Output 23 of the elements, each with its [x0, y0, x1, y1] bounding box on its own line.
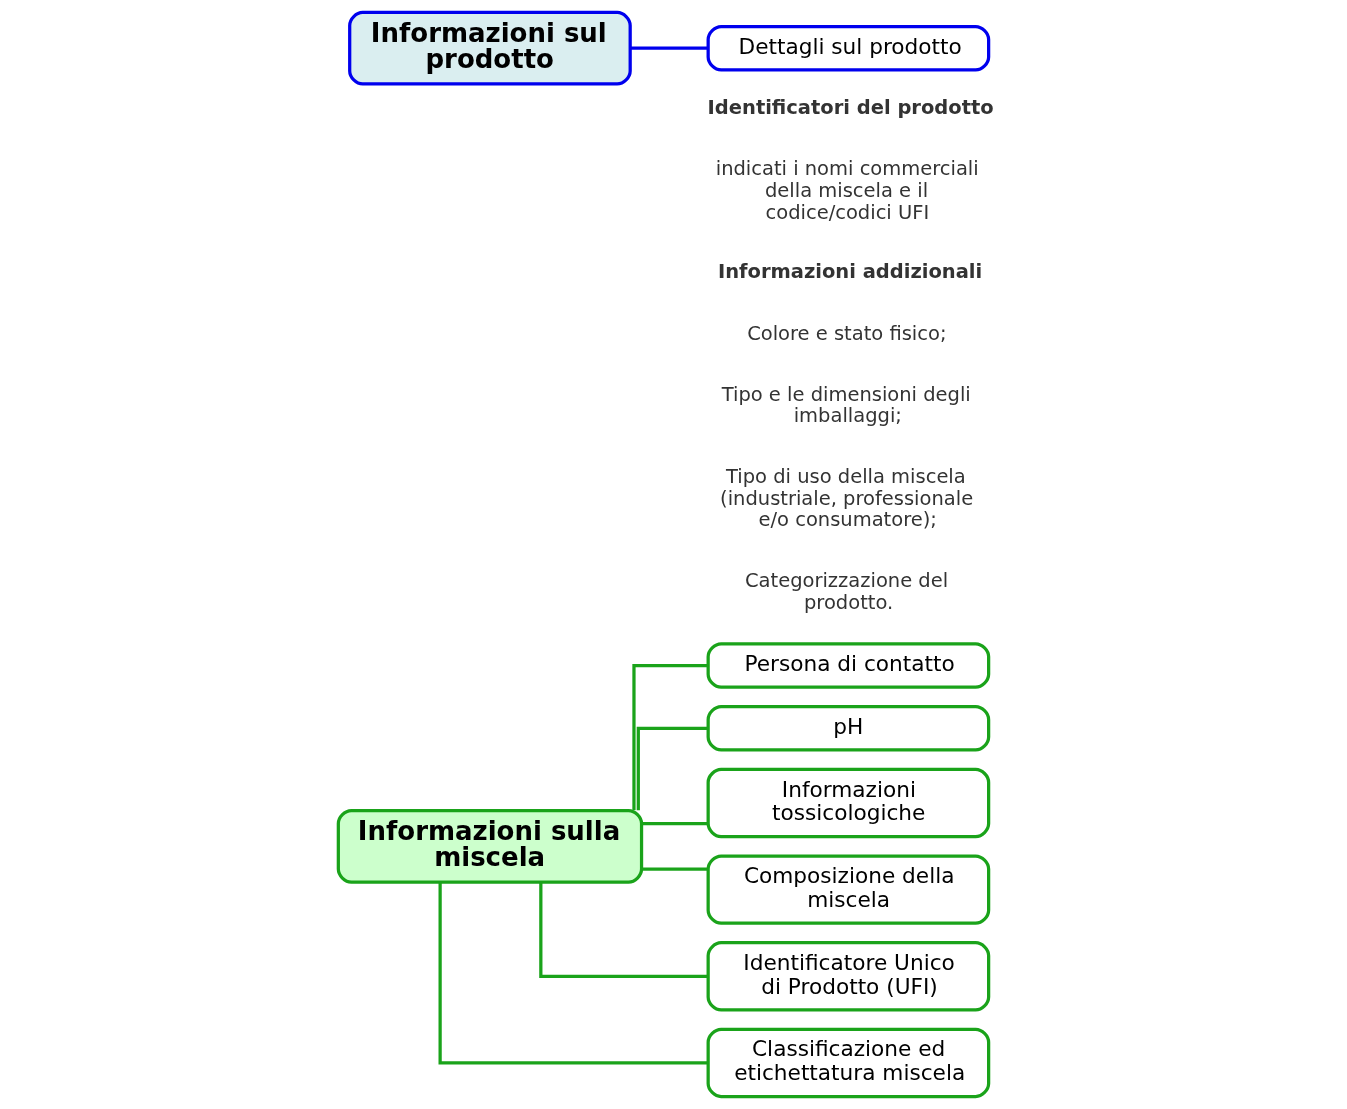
connector: [636, 726, 708, 811]
label: Tipo e le dimensioni degli imballaggi;: [721, 382, 971, 428]
node-box: Dettagli sul prodotto: [706, 24, 991, 72]
label: Identificatori del prodotto: [707, 95, 994, 119]
node-box: Informazioni tossicologiche: [706, 767, 991, 839]
connector: [632, 663, 709, 811]
node-box: pH: [706, 705, 991, 752]
label: indicati i nomi commerciali della miscela e il codice/codici UFI: [715, 157, 979, 224]
connector: [641, 867, 709, 871]
connector: [539, 882, 709, 978]
connector: [641, 822, 709, 826]
node-box: Persona di contatto: [706, 642, 991, 689]
node-box: Informazioni sulla miscela: [336, 809, 644, 884]
label: Informazioni addizionali: [717, 260, 983, 284]
node-box: Composizione della miscela: [706, 854, 991, 925]
connector: [630, 46, 708, 50]
node-box: Identificatore Unico di Prodotto (UFI): [706, 941, 991, 1012]
label: Tipo di uso della miscela (industriale, professionale e/o consumatore);: [720, 464, 974, 532]
label: Categorizzazione del prodotto.: [744, 568, 949, 614]
connector: [438, 882, 708, 1065]
node-box: Classificazione ed etichettatura miscela: [706, 1027, 991, 1099]
label: Colore e stato fisico;: [747, 321, 947, 345]
node-box: Informazioni sul prodotto: [348, 10, 632, 86]
